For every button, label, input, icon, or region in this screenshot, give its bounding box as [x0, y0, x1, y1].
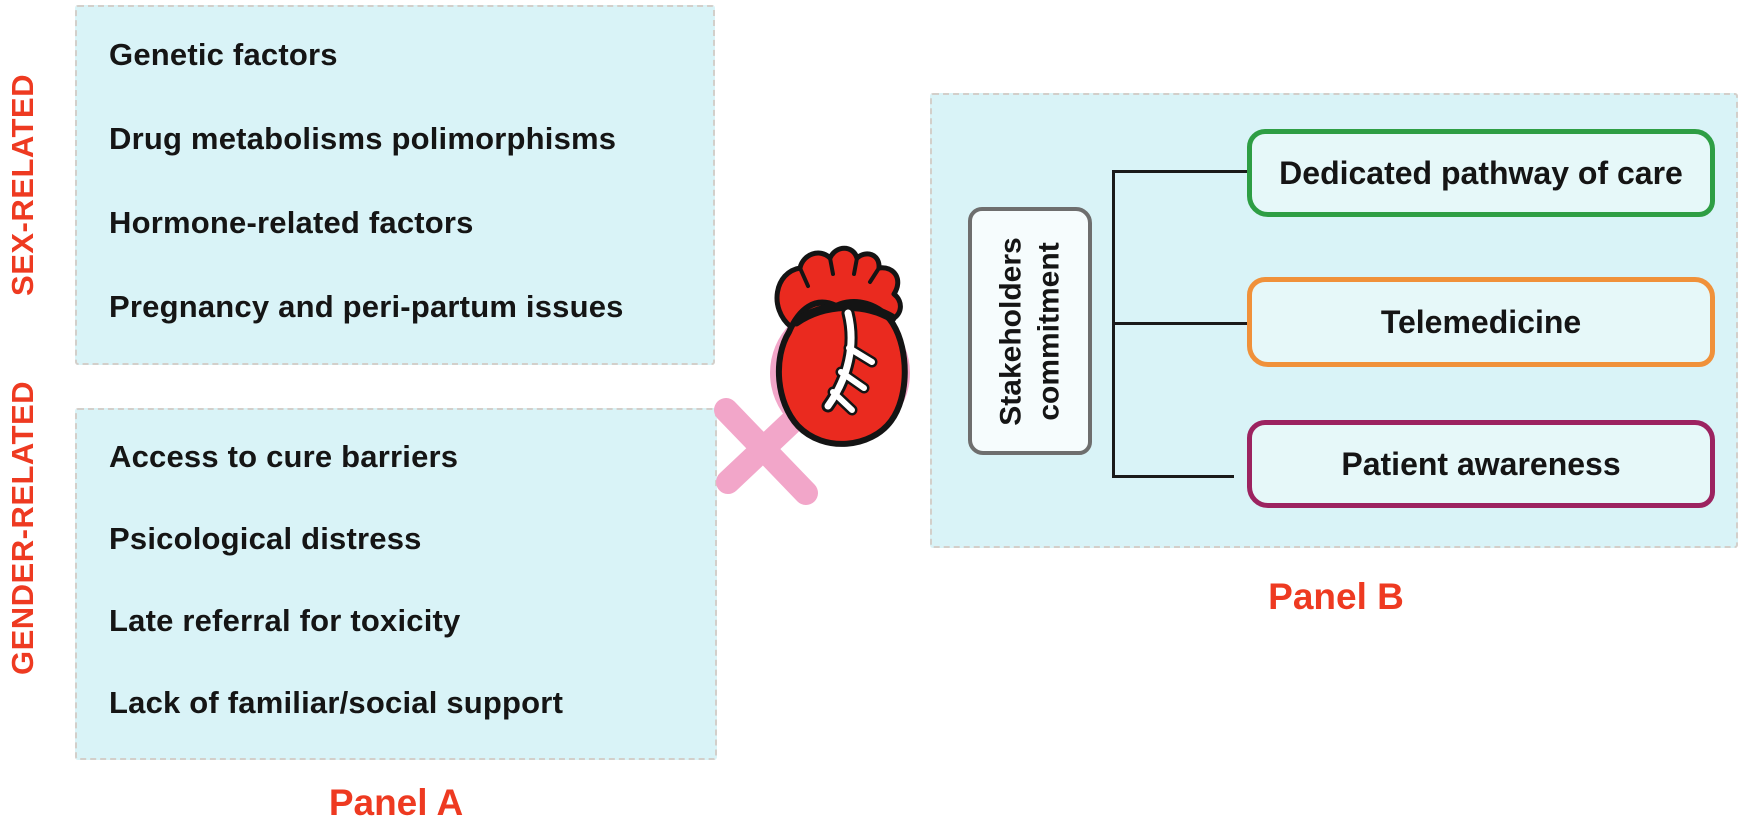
gender-related-side-label-text: GENDER-RELATED — [5, 380, 41, 675]
gender-related-side-label: GENDER-RELATED — [0, 380, 46, 674]
target-box-label: Patient awareness — [1341, 445, 1621, 482]
gender-related-list: Access to cure barriers Psicological dis… — [77, 410, 715, 758]
list-item: Access to cure barriers — [109, 439, 459, 474]
connector-branch-bottom — [1112, 475, 1234, 478]
connector-branch-top — [1112, 170, 1248, 173]
sex-related-box: Genetic factors Drug metabolisms polimor… — [75, 5, 715, 365]
gender-related-box: Access to cure barriers Psicological dis… — [75, 408, 717, 760]
list-item: Pregnancy and peri-partum issues — [109, 289, 624, 324]
list-item: Psicological distress — [109, 521, 422, 556]
connector-branch-middle — [1112, 322, 1249, 325]
female-heart-icon — [714, 245, 910, 505]
panel-a-caption: Panel A — [328, 782, 464, 823]
stakeholders-box-text: Stakeholders commitment — [994, 236, 1066, 426]
target-box-telemedicine: Telemedicine — [1247, 277, 1715, 367]
sex-related-list: Genetic factors Drug metabolisms polimor… — [77, 7, 713, 363]
list-item: Drug metabolisms polimorphisms — [109, 121, 617, 156]
target-box-patient-awareness: Patient awareness — [1247, 420, 1715, 508]
stakeholders-box: Stakeholders commitment — [968, 207, 1092, 455]
list-item: Lack of familiar/social support — [109, 685, 564, 720]
list-item: Hormone-related factors — [109, 205, 474, 240]
target-box-dedicated-pathway: Dedicated pathway of care — [1247, 129, 1715, 217]
sex-related-side-label-text: SEX-RELATED — [5, 74, 41, 296]
panel-b-caption: Panel B — [1268, 576, 1404, 617]
list-item: Late referral for toxicity — [109, 603, 461, 638]
list-item: Genetic factors — [109, 37, 338, 72]
target-box-label: Dedicated pathway of care — [1279, 154, 1683, 191]
sex-related-side-label: SEX-RELATED — [0, 70, 46, 300]
target-box-label: Telemedicine — [1380, 303, 1582, 340]
